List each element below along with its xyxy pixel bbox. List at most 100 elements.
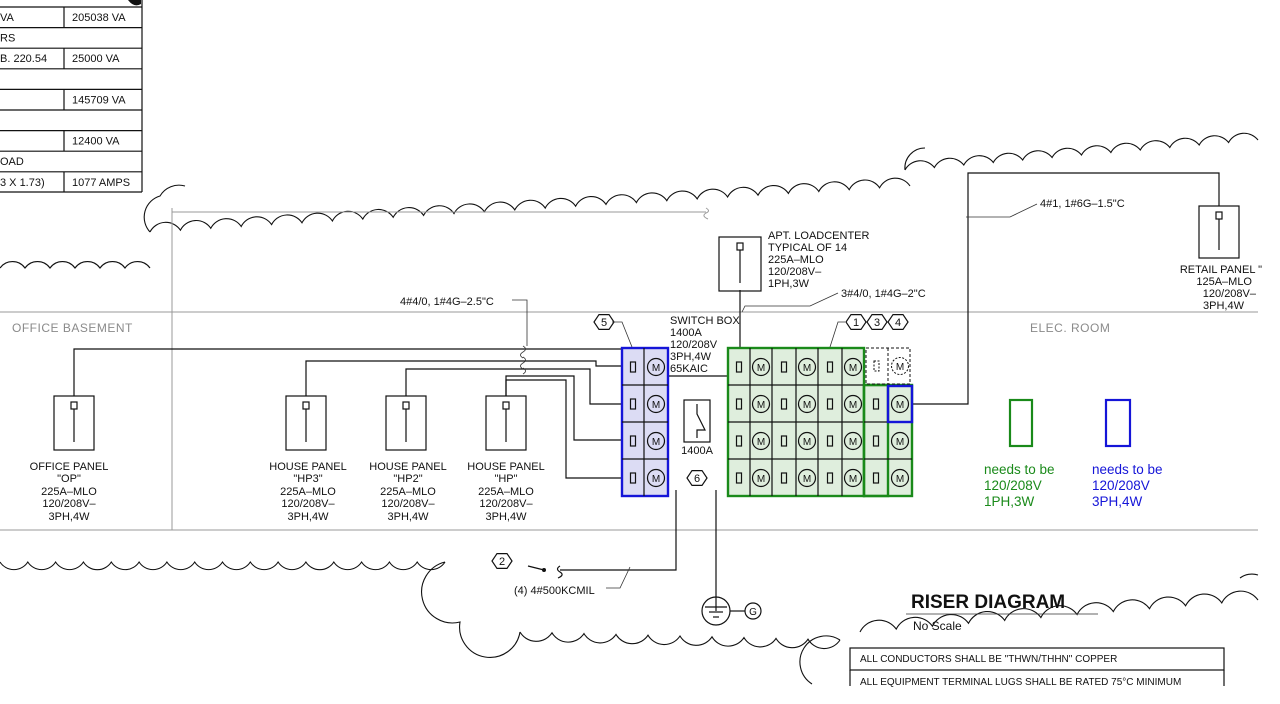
main-disconnect-switch [683, 399, 711, 443]
breaker-cell-x2 [872, 435, 880, 447]
feeder-wiring: 4#4/0, 1#4G–2.5"C 3#4/0, 1#4G–2"C 4#1, 1… [73, 172, 1220, 626]
tag-t4: 4 [887, 314, 909, 330]
panel-hp3 [285, 395, 327, 451]
table-row-0-value: 205038 VA [72, 12, 126, 24]
diagram-scale: No Scale [913, 619, 962, 633]
main-switch-rating: 1400A [681, 445, 713, 457]
table-row-8-value: 1077 AMPS [72, 177, 130, 189]
meter-symbol: M [849, 474, 857, 485]
breaker-cell-a32 [780, 472, 788, 484]
panel-op-rating: 225A–MLO [41, 486, 97, 498]
revision-cloud-10 [1239, 573, 1259, 579]
tag-t1-label: 1 [853, 317, 859, 329]
table-row-4-value: 145709 VA [72, 94, 126, 106]
tag-t5: 5 [593, 314, 615, 330]
breaker-cell-a10 [735, 398, 743, 410]
revision-cloud-3 [904, 132, 1259, 171]
diagram-title: RISER DIAGRAM [911, 592, 1065, 613]
panel-hp-name: HOUSE PANEL [467, 461, 544, 473]
panel-apt-rating: 225A–MLO [768, 254, 824, 266]
note-row-1 [849, 647, 1225, 671]
breaker-cell-a12 [780, 398, 788, 410]
panel-op-phase: 3PH,4W [49, 511, 91, 523]
tag-t3-label: 3 [874, 317, 880, 329]
meter-symbol: M [849, 400, 857, 411]
meter-cell-h3: M [646, 468, 666, 488]
meter-cell-a35: M [843, 468, 863, 488]
tag-t2-label: 2 [499, 556, 505, 568]
panel-hp [485, 395, 527, 451]
feeder-hp3 [305, 360, 622, 396]
title-block: RISER DIAGRAM No Scale ALL CONDUCTORS SH… [849, 592, 1225, 688]
breaker-cell-x3 [872, 472, 880, 484]
panel-apt-label: APT. LOADCENTER TYPICAL OF 14 225A–MLO 1… [768, 230, 870, 290]
panel-retail [1198, 205, 1240, 259]
green-note-line1: needs to be [984, 462, 1055, 477]
service-lead [527, 565, 545, 571]
meter-symbol: M [652, 474, 660, 485]
revision-cloud-0 [0, 261, 151, 269]
panel-hp2-name: HOUSE PANEL [369, 461, 446, 473]
ground-tag [744, 602, 762, 620]
break-mark [703, 207, 709, 220]
revision-cloud-5 [0, 560, 446, 571]
table-row-6-value: 12400 VA [72, 136, 120, 148]
table-row-2-desc: B. 220.54 [0, 53, 47, 65]
meter-cell-a01: M [751, 357, 771, 377]
panel-hp3-phase: 3PH,4W [288, 511, 330, 523]
panel-retail-name: RETAIL PANEL " [1180, 264, 1262, 276]
panel-apt-phase: 1PH,3W [768, 278, 810, 290]
general-note-1: ALL CONDUCTORS SHALL BE "THWN/THHN" COPP… [860, 654, 1117, 665]
general-note-2: ALL EQUIPMENT TERMINAL LUGS SHALL BE RAT… [860, 677, 1181, 688]
panel-hp-voltage: 120/208V– [479, 498, 533, 510]
feeder-hp-b [505, 379, 622, 479]
meter-cell-a11: M [751, 394, 771, 414]
meter-symbol: M [803, 400, 811, 411]
revision-cloud-2 [143, 184, 186, 233]
revision-clouds [0, 132, 1259, 685]
revision-cloud-4 [904, 147, 926, 171]
meter-cell-a03: M [797, 357, 817, 377]
table-row-2-value: 25000 VA [72, 53, 120, 65]
meter-cell-h1: M [646, 394, 666, 414]
spare-meter-position: M [865, 347, 911, 385]
meter-symbol: M [757, 400, 765, 411]
tag-t5-label: 5 [601, 317, 607, 329]
meter-cell-a21: M [751, 431, 771, 451]
meter-cell-h0: M [646, 357, 666, 377]
tag-t2: 2 [491, 552, 513, 570]
breaker-cell-x1 [872, 398, 880, 410]
meter-symbol: M [849, 363, 857, 374]
panel-hp2-label: HOUSE PANEL "HP2" 225A–MLO 120/208V– 3PH… [369, 461, 446, 523]
meter-cell-a33: M [797, 468, 817, 488]
meter-symbol: M [803, 437, 811, 448]
breaker-cell-h1 [629, 398, 637, 410]
panel-hp3-name: HOUSE PANEL [269, 461, 346, 473]
meter-cell-a13: M [797, 394, 817, 414]
switch-box: SWITCH BOX 1400A 120/208V 3PH,4W 65KAIC … [670, 315, 740, 457]
retail-meter-highlight [886, 384, 914, 424]
apt-feeder-label: 3#4/0, 1#4G–2"C [841, 288, 926, 300]
panel-hp3-label: HOUSE PANEL "HP3" 225A–MLO 120/208V– 3PH… [269, 461, 346, 523]
switch-box-voltage: 120/208V [670, 339, 718, 351]
meter-cell-a15: M [843, 394, 863, 414]
panels [53, 205, 1240, 451]
switch-box-amps: 1400A [670, 327, 702, 339]
panel-hp2 [385, 395, 427, 451]
service-break [556, 565, 563, 579]
meter-cell-x2: M [890, 431, 910, 451]
meter-symbol: M [896, 362, 904, 373]
breaker-cell-h3 [629, 472, 637, 484]
breaker-cell-a02 [780, 361, 788, 373]
blue-note-line3: 3PH,4W [1092, 494, 1143, 509]
panel-hp2-rating: 225A–MLO [380, 486, 436, 498]
ground-tag-label: G [749, 607, 757, 618]
switch-box-phase: 3PH,4W [670, 351, 712, 363]
revision-cloud-7 [519, 631, 841, 650]
retail-feeder-leader [966, 203, 1038, 218]
breaker-cell-a14 [826, 398, 834, 410]
